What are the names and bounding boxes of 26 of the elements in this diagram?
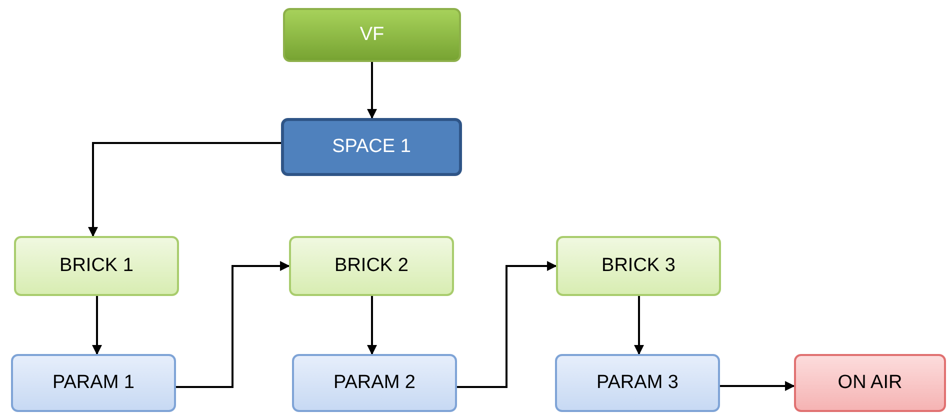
node-label: VF <box>360 24 384 46</box>
process-box <box>555 354 720 412</box>
arrow <box>92 296 102 355</box>
arrow <box>457 261 557 388</box>
process-box <box>283 8 461 62</box>
node-label: BRICK 3 <box>602 255 676 277</box>
arrow <box>176 261 290 388</box>
node-label: PARAM 1 <box>52 372 134 394</box>
node-label: SPACE 1 <box>332 136 411 158</box>
process-box <box>11 354 176 412</box>
arrow <box>367 296 377 355</box>
process-box <box>794 354 946 412</box>
node-label: BRICK 2 <box>334 255 408 277</box>
process-box <box>14 236 179 296</box>
arrow <box>720 381 795 391</box>
node-label: BRICK 1 <box>60 255 134 277</box>
arrow <box>88 142 281 237</box>
node-label: ON AIR <box>838 372 902 394</box>
process-box <box>556 236 721 296</box>
arrow <box>367 62 377 119</box>
node-label: PARAM 2 <box>333 372 416 394</box>
arrow <box>634 296 644 355</box>
process-box <box>292 354 457 412</box>
process-box <box>289 236 454 296</box>
process-box <box>281 118 462 176</box>
node-label: PARAM 3 <box>596 372 678 394</box>
